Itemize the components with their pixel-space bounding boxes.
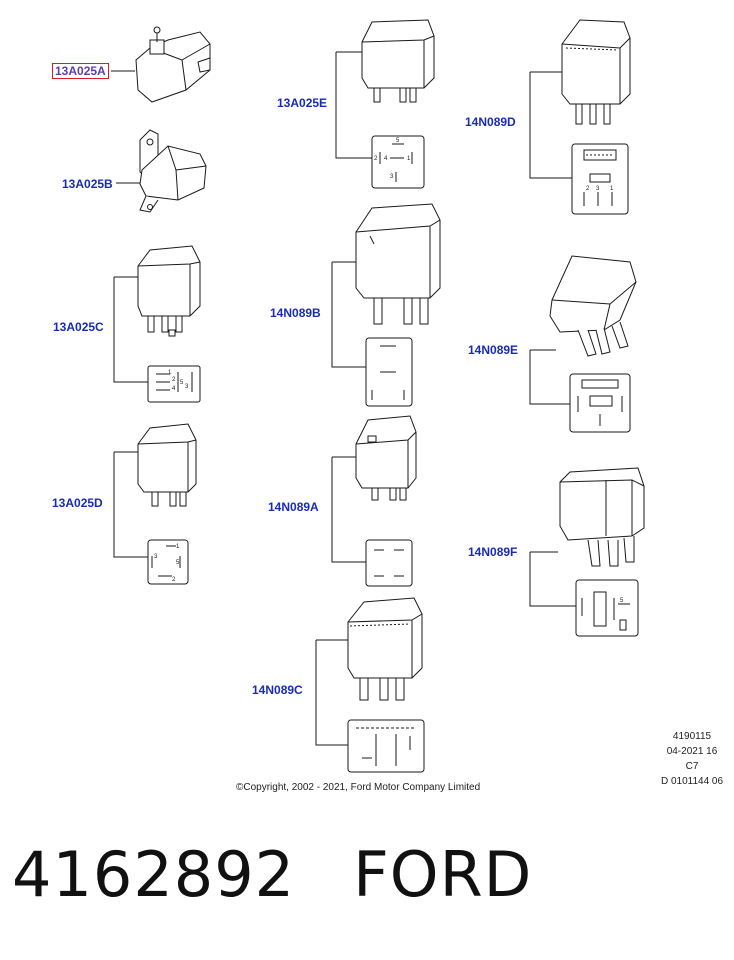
pin-label: 3 bbox=[185, 384, 189, 390]
part-caption: 4162892 FORD bbox=[12, 838, 532, 918]
pin-label: 2 bbox=[172, 577, 176, 583]
relay-13A025D bbox=[113, 423, 197, 585]
document-number: D 0101144 06 bbox=[660, 776, 724, 787]
pin-label: 5 bbox=[176, 560, 180, 566]
callout-14N089D[interactable]: 14N089D bbox=[465, 115, 516, 129]
relay-14N089E bbox=[529, 255, 637, 433]
pin-label: 5 bbox=[180, 380, 184, 386]
callout-13A025A[interactable]: 13A025A bbox=[52, 63, 109, 79]
pin-label: 2 bbox=[586, 186, 590, 192]
callout-13A025D[interactable]: 13A025D bbox=[52, 496, 103, 510]
relay-13A025C bbox=[113, 245, 201, 403]
pin-label: 3 bbox=[154, 554, 158, 560]
relay-13A025B bbox=[116, 129, 207, 213]
pin-label: 4 bbox=[384, 156, 388, 162]
illustration-meta: 4190115 04-2021 16 C7 D 0101144 06 bbox=[652, 729, 732, 789]
pin-label: 1 bbox=[176, 544, 180, 550]
relay-14N089D bbox=[529, 19, 631, 215]
brand-name: FORD bbox=[353, 838, 533, 911]
pin-label: 2 bbox=[172, 377, 176, 383]
pin-label: 1 bbox=[168, 370, 172, 376]
pin-label: 5 bbox=[620, 598, 624, 604]
pin-label: 3 bbox=[390, 174, 394, 180]
callout-14N089F[interactable]: 14N089F bbox=[468, 545, 518, 559]
relay-13A025A bbox=[111, 26, 211, 103]
pin-label: 1 bbox=[610, 186, 614, 192]
pin-label: 1 bbox=[407, 156, 411, 162]
callout-13A025B[interactable]: 13A025B bbox=[62, 177, 113, 191]
callout-14N089E[interactable]: 14N089E bbox=[468, 343, 519, 357]
date-code: 04-2021 16 bbox=[666, 746, 718, 757]
relay-14N089A bbox=[331, 415, 417, 587]
relay-14N089C bbox=[315, 597, 425, 773]
callout-14N089A[interactable]: 14N089A bbox=[268, 500, 319, 514]
relay-14N089B bbox=[331, 203, 441, 407]
section-code: C7 bbox=[685, 761, 699, 772]
illustration-number: 4190115 bbox=[672, 731, 712, 742]
callout-14N089B[interactable]: 14N089B bbox=[270, 306, 321, 320]
callout-14N089C[interactable]: 14N089C bbox=[252, 683, 303, 697]
pin-label: 4 bbox=[172, 386, 176, 392]
callout-13A025C[interactable]: 13A025C bbox=[53, 320, 104, 334]
copyright-text: ©Copyright, 2002 - 2021, Ford Motor Comp… bbox=[236, 782, 481, 793]
pin-label: 3 bbox=[596, 186, 600, 192]
pin-label: 2 bbox=[374, 156, 378, 162]
part-number: 4162892 bbox=[12, 838, 296, 911]
relay-14N089F bbox=[529, 467, 645, 637]
pin-label: 5 bbox=[396, 138, 400, 144]
relay-parts-diagram: 5 2 4 1 3 1 2 4 5 3 1 3 5 2 2 3 1 5 bbox=[111, 19, 645, 773]
relay-13A025E bbox=[335, 19, 435, 189]
callout-13A025E[interactable]: 13A025E bbox=[277, 96, 328, 110]
